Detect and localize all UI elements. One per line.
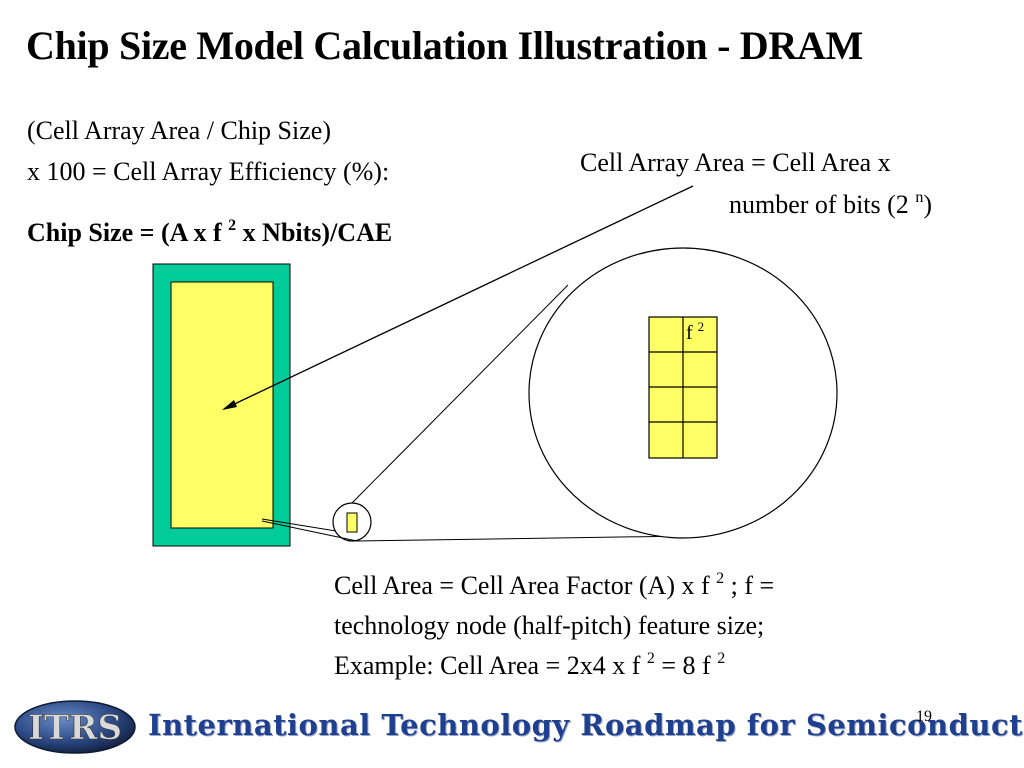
itrs-logo: ITRS: [14, 700, 136, 754]
zoom-line-chip-lower: [261, 520, 358, 542]
cell-array: [170, 281, 274, 529]
cell-array-area-line1: Cell Array Area = Cell Area x: [580, 148, 891, 177]
arrow-head: [222, 400, 237, 410]
efficiency-text-line1: (Cell Array Area / Chip Size): [27, 116, 331, 145]
pointer-line: [223, 185, 694, 410]
page-title: Chip Size Model Calculation Illustration…: [26, 23, 864, 68]
zoom-line-lower: [356, 535, 691, 542]
chip-size-formula: Chip Size = (A x f 2 x Nbits)/CAE: [27, 217, 393, 248]
cell-grid: [648, 316, 718, 459]
zoom-line-upper: [351, 284, 569, 504]
cell-f-squared-label: f 2: [686, 319, 705, 344]
cell-array-area-line2: number of bits (2 n): [729, 189, 932, 220]
cell-area-line1: Cell Area = Cell Area Factor (A) x f 2 ;…: [334, 570, 775, 601]
cell-area-line3: Example: Cell Area = 2x4 x f 2 = 8 f 2: [334, 650, 726, 681]
small-cell: [346, 512, 358, 533]
cell-area-line2: technology node (half-pitch) feature siz…: [334, 611, 765, 640]
efficiency-text-line2: x 100 = Cell Array Efficiency (%):: [27, 157, 390, 186]
svg-text:ITRS: ITRS: [28, 708, 122, 748]
footer-organization: International Technology Roadmap for Sem…: [148, 708, 1024, 742]
page-number: 19: [916, 708, 932, 725]
zoom-line-chip-upper: [261, 518, 337, 532]
